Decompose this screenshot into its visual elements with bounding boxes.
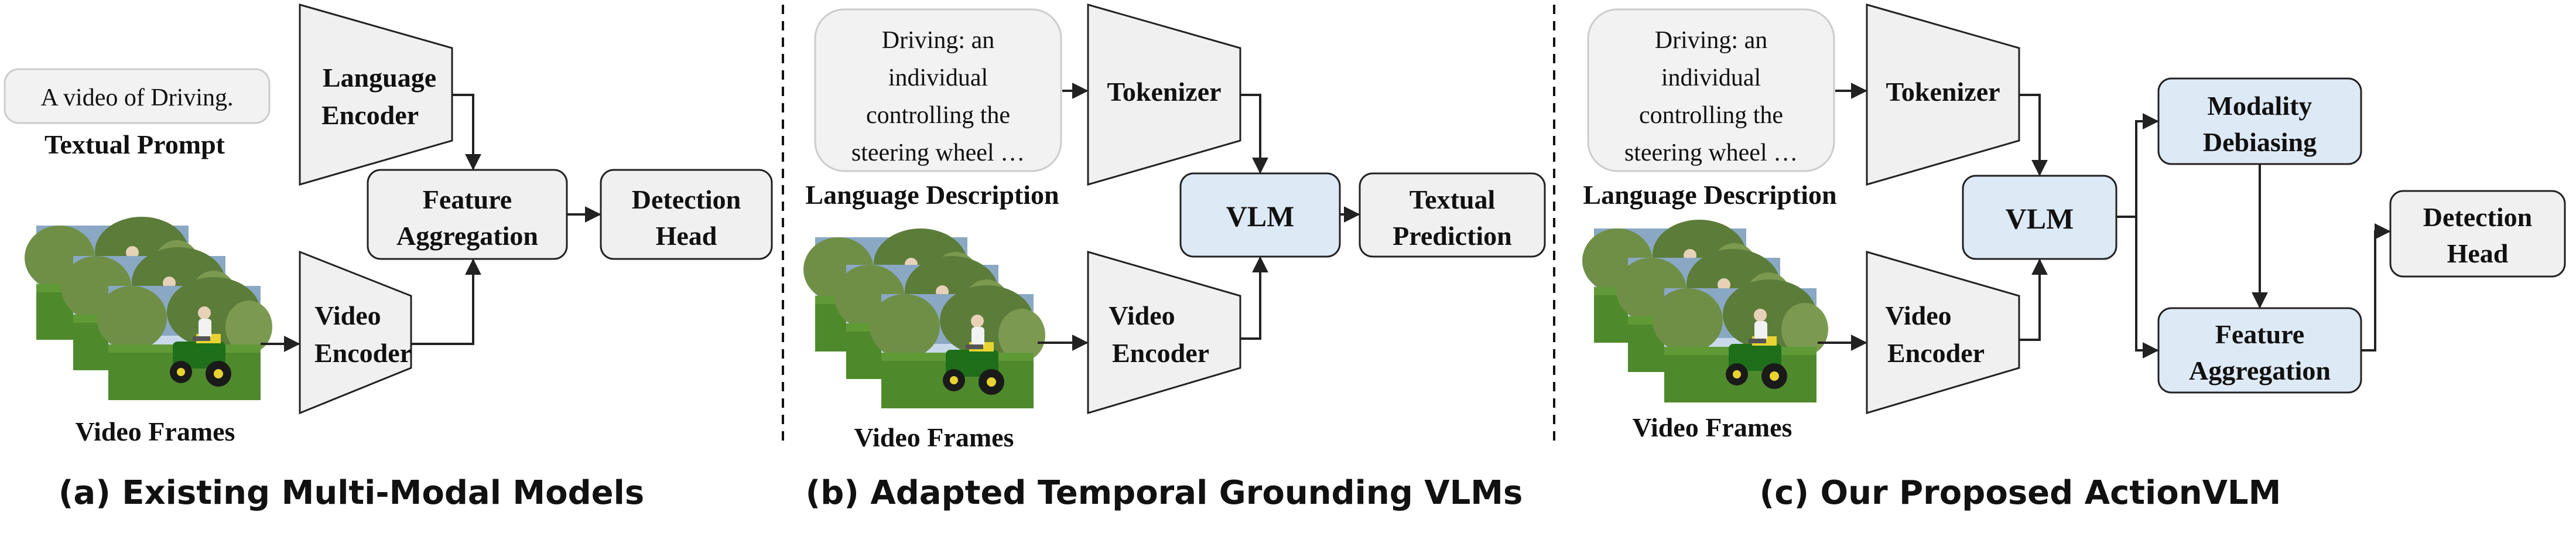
video-frames-b-label: Video Frames xyxy=(854,422,1014,452)
language-encoder-label-2: Encoder xyxy=(321,100,419,130)
description-b-line-4: steering wheel … xyxy=(851,139,1025,166)
caption-a: (a) Existing Multi-Modal Models xyxy=(59,474,644,512)
video-encoder-b-label-2: Encoder xyxy=(1112,338,1209,368)
feature-aggregation-a-label-1: Feature xyxy=(423,185,512,214)
video-encoder-trapezoid-c xyxy=(1866,251,2020,415)
panel-b: Driving: an individual controlling the s… xyxy=(803,4,1546,512)
caption-b: (b) Adapted Temporal Grounding VLMs xyxy=(806,474,1523,512)
video-encoder-trapezoid-b xyxy=(1087,251,1241,415)
textual-prompt-box xyxy=(4,68,271,124)
detection-head-c-label-2: Head xyxy=(2447,238,2509,268)
arrow-vlm-to-aggregation-c xyxy=(2135,217,2159,359)
language-description-box-b xyxy=(814,8,1062,172)
arrow-vlm-to-debias-c xyxy=(2116,113,2159,218)
description-c-label: Language Description xyxy=(1583,180,1836,210)
modality-debiasing-c-label-2: Debiasing xyxy=(2203,127,2317,157)
arrow-video-to-agg-a xyxy=(411,258,481,345)
tokenizer-b-label: Tokenizer xyxy=(1107,77,1221,107)
modality-debiasing-c-label-1: Modality xyxy=(2208,91,2312,121)
panel-c: Driving: an individual controlling the s… xyxy=(1582,4,2566,512)
video-frames-b xyxy=(803,228,1045,408)
language-encoder-label-1: Language xyxy=(323,63,436,93)
textual-prompt-label: Textual Prompt xyxy=(45,129,225,159)
arrow-tokenizer-to-vlm-c xyxy=(2019,94,2048,176)
description-c-line-2: individual xyxy=(1661,64,1761,91)
description-b-line-2: individual xyxy=(888,64,988,91)
description-c-line-1: Driving: an xyxy=(1655,27,1767,54)
tokenizer-c-label: Tokenizer xyxy=(1886,77,2000,107)
arrow-aggregation-to-head-c xyxy=(2361,223,2391,352)
video-frames-a xyxy=(25,217,272,400)
textual-prompt-text: A video of Driving. xyxy=(41,84,234,111)
arrow-lang-to-agg-a xyxy=(452,94,481,170)
detection-head-a-label-2: Head xyxy=(656,221,717,251)
tokenizer-trapezoid-b xyxy=(1087,4,1241,186)
video-frames-a-label: Video Frames xyxy=(76,417,235,446)
video-encoder-a-label-1: Video xyxy=(314,301,381,330)
caption-c: (c) Our Proposed ActionVLM xyxy=(1760,474,2281,512)
arrow-tokenizer-to-vlm-b xyxy=(1240,94,1268,174)
language-encoder-trapezoid xyxy=(299,4,453,186)
textual-prediction-b-label-1: Textual xyxy=(1410,185,1496,214)
video-encoder-c-label-2: Encoder xyxy=(1887,338,1985,368)
description-b-line-1: Driving: an xyxy=(882,27,994,54)
description-b-line-3: controlling the xyxy=(866,102,1010,129)
vlm-b-label: VLM xyxy=(1226,200,1295,233)
description-c-line-3: controlling the xyxy=(1639,102,1783,129)
detection-head-a-label-1: Detection xyxy=(632,185,741,214)
description-c-line-4: steering wheel … xyxy=(1624,139,1798,166)
video-encoder-c-label-1: Video xyxy=(1885,301,1951,330)
video-frames-c-label: Video Frames xyxy=(1633,412,1792,442)
feature-aggregation-c-label-2: Aggregation xyxy=(2189,356,2331,385)
tokenizer-trapezoid-c xyxy=(1866,4,2020,186)
video-encoder-trapezoid-a xyxy=(299,250,412,415)
arrow-venc-to-vlm-b xyxy=(1240,256,1268,340)
feature-aggregation-a-label-2: Aggregation xyxy=(396,221,538,251)
video-encoder-b-label-1: Video xyxy=(1109,301,1175,330)
description-b-label: Language Description xyxy=(805,180,1059,210)
arrow-venc-to-vlm-c xyxy=(2019,258,2048,341)
language-description-box-c xyxy=(1587,8,1835,172)
vlm-c-label: VLM xyxy=(2006,202,2074,235)
video-encoder-a-label-2: Encoder xyxy=(314,338,412,368)
panel-a: A video of Driving. Textual Prompt Langu… xyxy=(4,4,773,512)
feature-aggregation-c-label-1: Feature xyxy=(2215,319,2304,349)
textual-prediction-b-label-2: Prediction xyxy=(1393,221,1512,251)
video-frames-c xyxy=(1582,220,1828,402)
detection-head-c-label-1: Detection xyxy=(2423,202,2532,232)
